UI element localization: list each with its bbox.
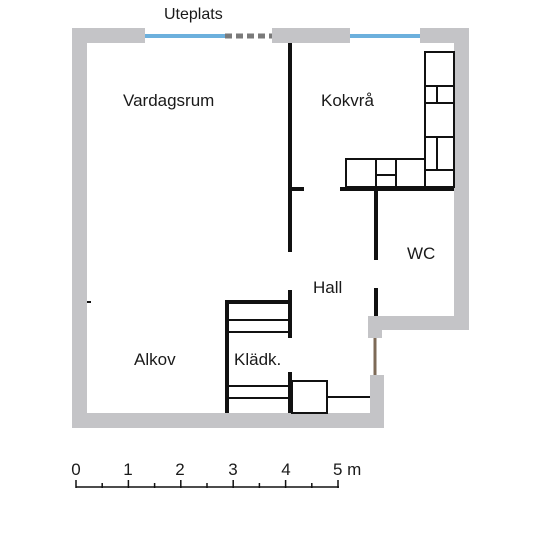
closet-shelves — [229, 319, 290, 399]
label-closet: Klädk. — [234, 350, 281, 369]
top-openings — [145, 33, 420, 375]
scale-bar: 0 1 2 3 4 5 m — [71, 460, 361, 488]
hall-cabinet — [291, 380, 328, 414]
wall-left — [72, 28, 87, 428]
cabinet-column — [424, 51, 455, 188]
wall-step-horizontal — [368, 316, 469, 330]
scale-label-0: 0 — [71, 460, 80, 479]
hall-storage — [291, 380, 370, 414]
label-alcove: Alkov — [134, 350, 176, 369]
scale-label-4: 4 — [281, 460, 290, 479]
wall-step-vertical — [368, 316, 382, 338]
scale-label-1: 1 — [123, 460, 132, 479]
wall-top-middle — [272, 28, 350, 43]
wall-top-left — [72, 28, 145, 43]
kitchen-cabinets — [345, 51, 455, 188]
label-terrace: Uteplats — [164, 6, 223, 23]
scale-ticks — [75, 480, 339, 488]
label-wc: WC — [407, 244, 435, 263]
scale-label-5: 5 m — [333, 460, 361, 479]
label-hall: Hall — [313, 278, 342, 297]
label-living-room: Vardagsrum — [123, 91, 214, 110]
wall-bottom — [72, 413, 384, 428]
wall-right — [454, 28, 469, 330]
scale-label-2: 2 — [175, 460, 184, 479]
cabinet-row — [345, 158, 426, 188]
outer-walls — [72, 28, 469, 428]
scale-label-3: 3 — [228, 460, 237, 479]
interior-walls — [87, 43, 454, 413]
label-kitchen-nook: Kokvrå — [321, 91, 374, 110]
